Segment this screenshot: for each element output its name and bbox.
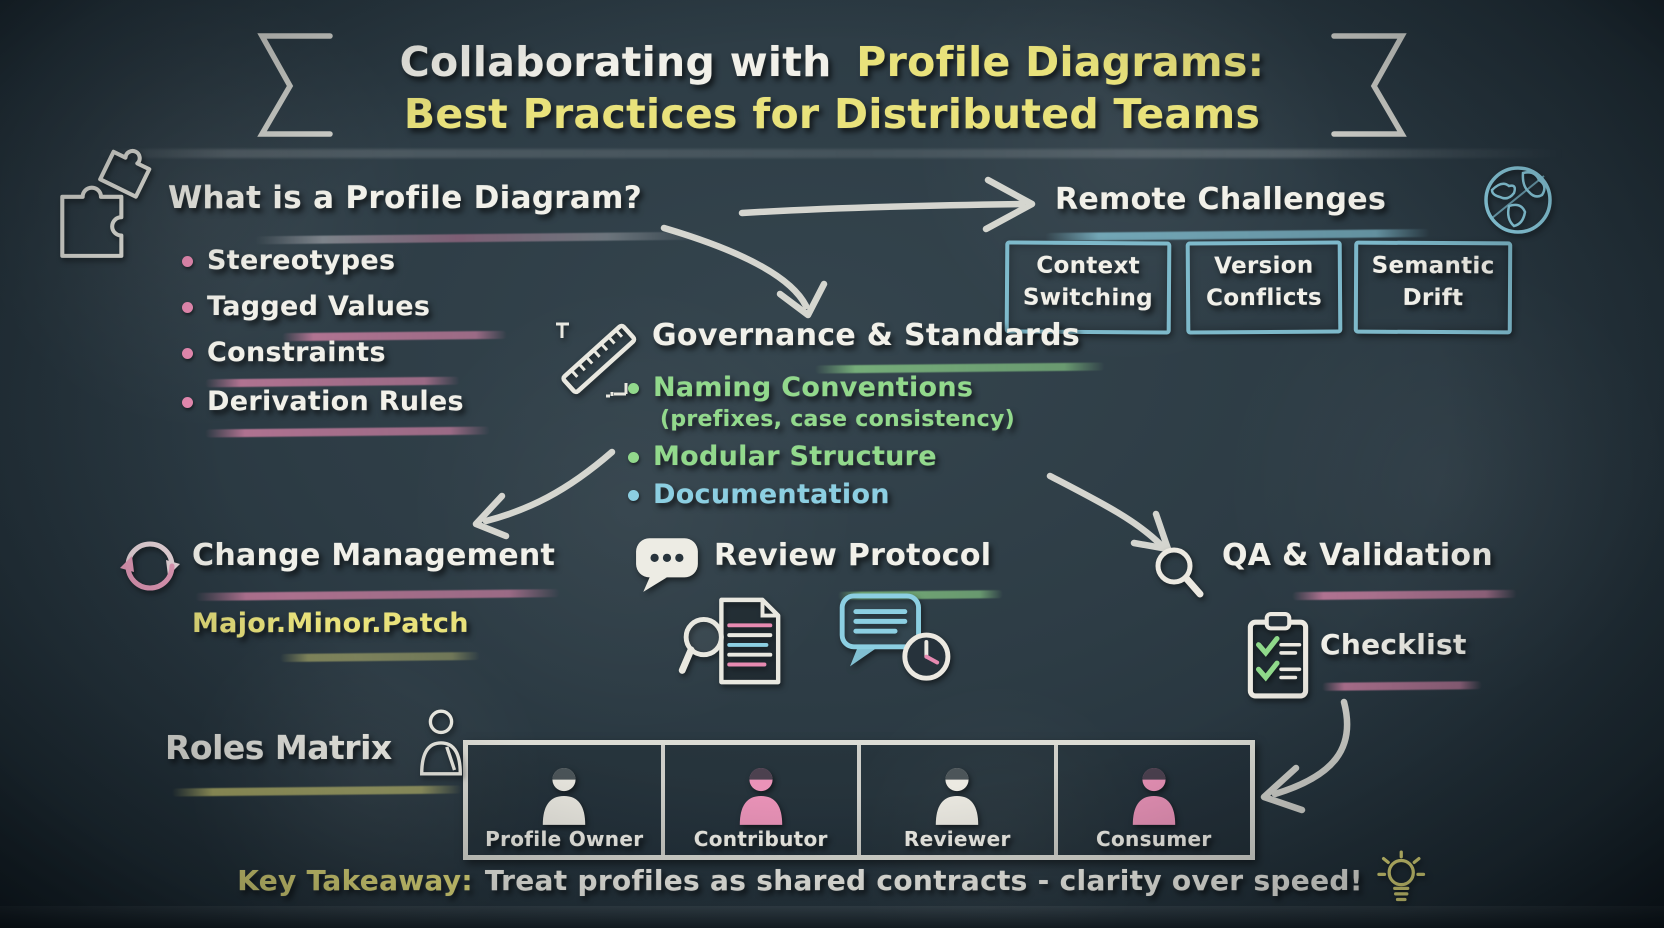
governance-item-modular: Modular Structure xyxy=(628,441,937,472)
globe-icon xyxy=(1484,166,1552,234)
speech-bubble-icon xyxy=(636,538,698,592)
versioning-scheme: Major.Minor.Patch xyxy=(192,608,469,639)
what-is-item-derivation-rules: Derivation Rules xyxy=(182,386,464,417)
search-icon xyxy=(1155,547,1204,598)
puzzle-icon xyxy=(60,148,152,258)
section-review-heading: Review Protocol xyxy=(714,538,992,573)
bullet-dot xyxy=(182,302,193,313)
bullet-dot xyxy=(182,256,193,267)
person-outline-icon xyxy=(420,709,462,776)
section-what-is-heading: What is a Profile Diagram? xyxy=(168,180,642,216)
section-roles-heading: Roles Matrix xyxy=(165,728,392,767)
page-title-line1: Collaborating with Profile Diagrams: xyxy=(0,36,1664,88)
section-qa-heading: QA & Validation xyxy=(1222,538,1493,573)
key-takeaway-text: Treat profiles as shared contracts - cla… xyxy=(484,863,1363,897)
bullet-dot xyxy=(628,383,639,394)
page-title-line2: Best Practices for Distributed Teams xyxy=(403,90,1261,138)
governance-item-documentation: Documentation xyxy=(628,479,890,510)
what-is-item-stereotypes: Stereotypes xyxy=(182,245,395,276)
clipboard-icon xyxy=(1247,612,1309,699)
chalk-tray-edge xyxy=(0,906,1664,928)
title-part-white: Collaborating with xyxy=(399,38,832,86)
governance-item-naming: Naming Conventions xyxy=(628,372,973,403)
chat-clock-icon xyxy=(839,593,951,681)
section-remote-heading: Remote Challenges xyxy=(1055,182,1387,217)
arrow-to-change xyxy=(482,448,616,525)
governance-item-naming-sub: (prefixes, case consistency) xyxy=(660,407,1015,432)
arrow-to-qa xyxy=(1046,472,1165,549)
key-takeaway: Key Takeaway: Treat profiles as shared c… xyxy=(237,850,1427,910)
bullet-dot xyxy=(628,490,639,501)
section-change-heading: Change Management xyxy=(192,538,556,573)
what-is-item-tagged-values: Tagged Values xyxy=(182,291,430,322)
checklist-label: Checklist xyxy=(1320,628,1467,661)
section-governance-heading: Governance & Standards xyxy=(652,318,1081,353)
sync-icon xyxy=(120,541,180,591)
title-part-yellow: Profile Diagrams: xyxy=(856,38,1265,86)
key-takeaway-label: Key Takeaway: xyxy=(237,863,473,897)
bullet-dot xyxy=(182,397,193,408)
magnifier-document-icon xyxy=(678,597,781,685)
arrow-to-remote xyxy=(738,200,1026,217)
bullet-dot xyxy=(628,452,639,463)
what-is-item-constraints: Constraints xyxy=(182,337,386,368)
lightbulb-icon xyxy=(1376,850,1425,902)
bullet-dot xyxy=(182,348,193,359)
